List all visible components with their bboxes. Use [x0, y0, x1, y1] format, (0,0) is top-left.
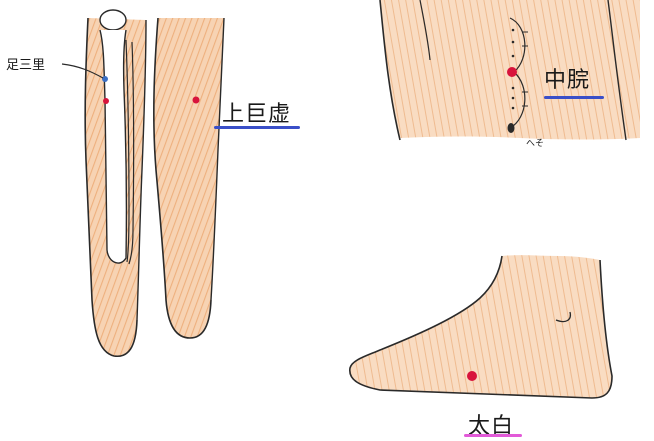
navel-icon [508, 123, 515, 133]
chukan-label: 中脘 [544, 62, 590, 94]
torso-figure [380, 0, 640, 140]
taihaku-underline [464, 434, 522, 437]
taihaku-point [467, 371, 477, 381]
zusanri-lower-point [103, 98, 109, 104]
left-leg-figure [62, 10, 146, 356]
foot-figure [350, 255, 612, 398]
jokyoko-point [193, 97, 200, 104]
jokyoko-label: 上巨虚 [222, 96, 291, 128]
right-leg-figure [154, 18, 224, 338]
zusanri-label: 足三里 [6, 54, 45, 73]
jokyoko-underline [214, 126, 300, 129]
chukan-underline [544, 96, 604, 99]
zusanri-point [102, 76, 108, 82]
heso-label: へそ [526, 136, 544, 149]
chukan-point [507, 67, 517, 77]
